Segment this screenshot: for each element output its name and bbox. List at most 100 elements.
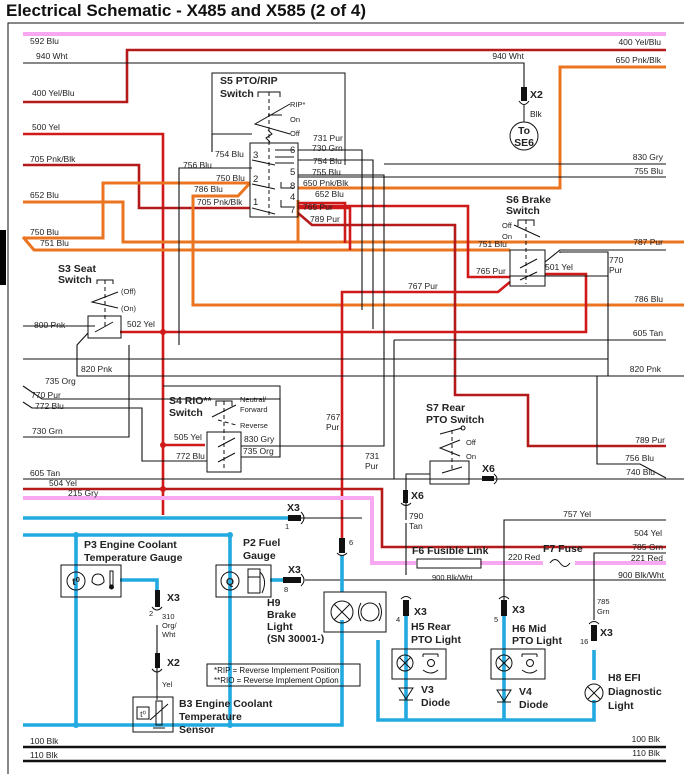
fuel-pump-icon — [247, 568, 261, 594]
label-705-pnk-blk: 705 Pnk/Blk — [30, 154, 76, 164]
label-r-900-blk-wht: 900 Blk/Wht — [618, 570, 664, 580]
label-r-756-blu: 756 Blu — [625, 453, 654, 463]
wire-731-pur — [298, 149, 363, 310]
s7-name-2: PTO Switch — [426, 414, 484, 426]
wire-787-pur — [544, 249, 666, 263]
s6-pos-off: Off — [502, 221, 513, 230]
b3-coolant-temp-sensor: t⁰ B3 Engine Coolant Temperature Sensor — [132, 696, 273, 736]
s5-wire-755-blu: 755 Blu — [312, 167, 341, 177]
label-770-pur: 770 Pur — [31, 390, 61, 400]
s5-wire-650-pnk-blk: 650 Pnk/Blk — [303, 178, 349, 188]
f7-fuse: F7 Fuse 220 Red — [508, 543, 583, 567]
s4-wire-772-blu: 772 Blu — [176, 451, 205, 461]
h5-x3-label: X3 — [414, 606, 427, 618]
page-edge-tab — [0, 230, 6, 285]
s5-wire-705-pnk-blk: 705 Pnk/Blk — [197, 197, 243, 207]
h6-mid-pto-light: X3 5 H6 Mid PTO Light — [490, 596, 562, 680]
s4-pos-forward: Forward — [240, 405, 268, 414]
v4-diode: V4 Diode — [496, 686, 548, 711]
h8-label-2: Diagnostic — [608, 686, 662, 698]
s6-wire-770-pur: Pur — [609, 265, 622, 275]
to-se6-line1: To — [518, 125, 530, 137]
s7-rear-pto-switch: S7 Rear PTO Switch Off On X6 X6 790 Tan — [400, 402, 498, 531]
h8-wire-785: 785 — [597, 597, 610, 606]
x2-bottom-label: X2 — [167, 657, 180, 669]
s5-pin-8: 8 — [290, 181, 295, 192]
junction-dot — [73, 722, 79, 728]
junction-dot — [227, 532, 233, 538]
frame-border — [7, 22, 684, 774]
x2-connector-top: X2 Blk To SE6 — [509, 87, 543, 151]
wire-310-wht: Wht — [162, 630, 176, 639]
wire-790-tan: Tan — [409, 521, 423, 531]
x3-connector-pin8: X3 8 — [283, 564, 305, 594]
wire-765-789-pur-stub — [298, 201, 352, 250]
label-750-blu: 750 Blu — [30, 227, 59, 237]
s5-pin-1: 1 — [253, 197, 258, 208]
s3-pos-on: (On) — [121, 304, 137, 313]
fuel-gauge-icon — [220, 571, 240, 591]
f7-wire-220: 220 Red — [508, 552, 540, 562]
wire-504-yel — [23, 487, 666, 549]
junction-dot — [160, 329, 166, 335]
wire-751-blu — [21, 236, 510, 252]
label-800-pnk: 800 Pnk — [34, 320, 66, 330]
junction-dot — [73, 532, 79, 538]
h9-label-2: Brake — [267, 609, 296, 621]
h5-rear-pto-light: X3 4 H5 Rear PTO Light — [391, 596, 461, 680]
s4-pos-reverse: Reverse — [240, 421, 268, 430]
x2-top-wire: Blk — [530, 109, 543, 119]
wire-310: 310 — [162, 612, 175, 621]
s5-wire-765-pur: 765 Pur — [303, 202, 333, 212]
label-r-100-blk: 100 Blk — [632, 734, 661, 744]
p2-label-1: P2 Fuel — [243, 537, 280, 549]
label-735-org: 735 Org — [45, 376, 76, 386]
junction-dot — [160, 442, 166, 448]
thermometer-icon — [109, 570, 114, 586]
p2-gauge-symbol: Q — [226, 576, 234, 588]
wire-cyan-gauge-bus — [23, 533, 344, 727]
label-592-blu: 592 Blu — [30, 36, 59, 46]
h6-label-1: H6 Mid — [512, 623, 546, 635]
b3-sensor-symbol: t⁰ — [140, 709, 146, 719]
p2-fuel-gauge: Q P2 Fuel Gauge — [215, 537, 280, 598]
sun-icon — [526, 659, 534, 667]
s5-pin-3: 3 — [253, 150, 258, 161]
note-rio: **RIO = Reverse Implement Option — [214, 676, 339, 685]
label-751-blu: 751 Blu — [40, 238, 69, 248]
wire-789-pur — [297, 212, 666, 448]
label-110-blk: 110 Blk — [30, 750, 58, 760]
s3-pos-off: (Off) — [121, 287, 136, 296]
lamp-icon — [330, 600, 354, 624]
b3-label-1: B3 Engine Coolant — [179, 698, 273, 710]
s4-rio-switch: S4 RIO** Switch Neutral/ Forward Reverse… — [163, 385, 379, 473]
wire-731-label: 731 — [365, 451, 379, 461]
page-title: Electrical Schematic - X485 and X585 (2 … — [6, 1, 366, 20]
label-r-605-tan: 605 Tan — [633, 328, 663, 338]
wire-767-pur — [340, 281, 511, 540]
s7-pos-on: On — [466, 452, 476, 461]
p3-gauge-symbol: t⁰ — [72, 576, 80, 588]
s4-wire-735-org: 735 Org — [243, 446, 274, 456]
h5-label-2: PTO Light — [411, 634, 461, 646]
label-r-757-yel: 757 Yel — [563, 509, 591, 519]
junction-dot — [227, 722, 233, 728]
p2-label-2: Gauge — [243, 550, 276, 562]
s7-x6-down: X6 — [411, 490, 424, 502]
label-r-789-pur: 789 Pur — [635, 435, 665, 445]
h5-pin: 4 — [396, 615, 400, 624]
h6-x3-label: X3 — [512, 604, 525, 616]
x3-connector-pin1: X3 1 — [285, 502, 305, 531]
s5-wire-750-blu: 750 Blu — [216, 173, 245, 183]
sun-icon — [427, 659, 435, 667]
v4-label-2: Diode — [519, 699, 548, 711]
wire-940-wht — [23, 62, 525, 90]
wire-730-grn-right — [298, 159, 374, 329]
wire-786-blu — [191, 181, 684, 307]
f6-wire-900: 900 Blk/Wht — [432, 573, 473, 582]
s6-wire-751-blu: 751 Blu — [478, 239, 507, 249]
lamp-icon — [584, 683, 604, 703]
wire-767-label: 767 — [326, 412, 340, 422]
v4-label-1: V4 — [519, 686, 532, 698]
h9-label-3: Light — [267, 621, 293, 633]
